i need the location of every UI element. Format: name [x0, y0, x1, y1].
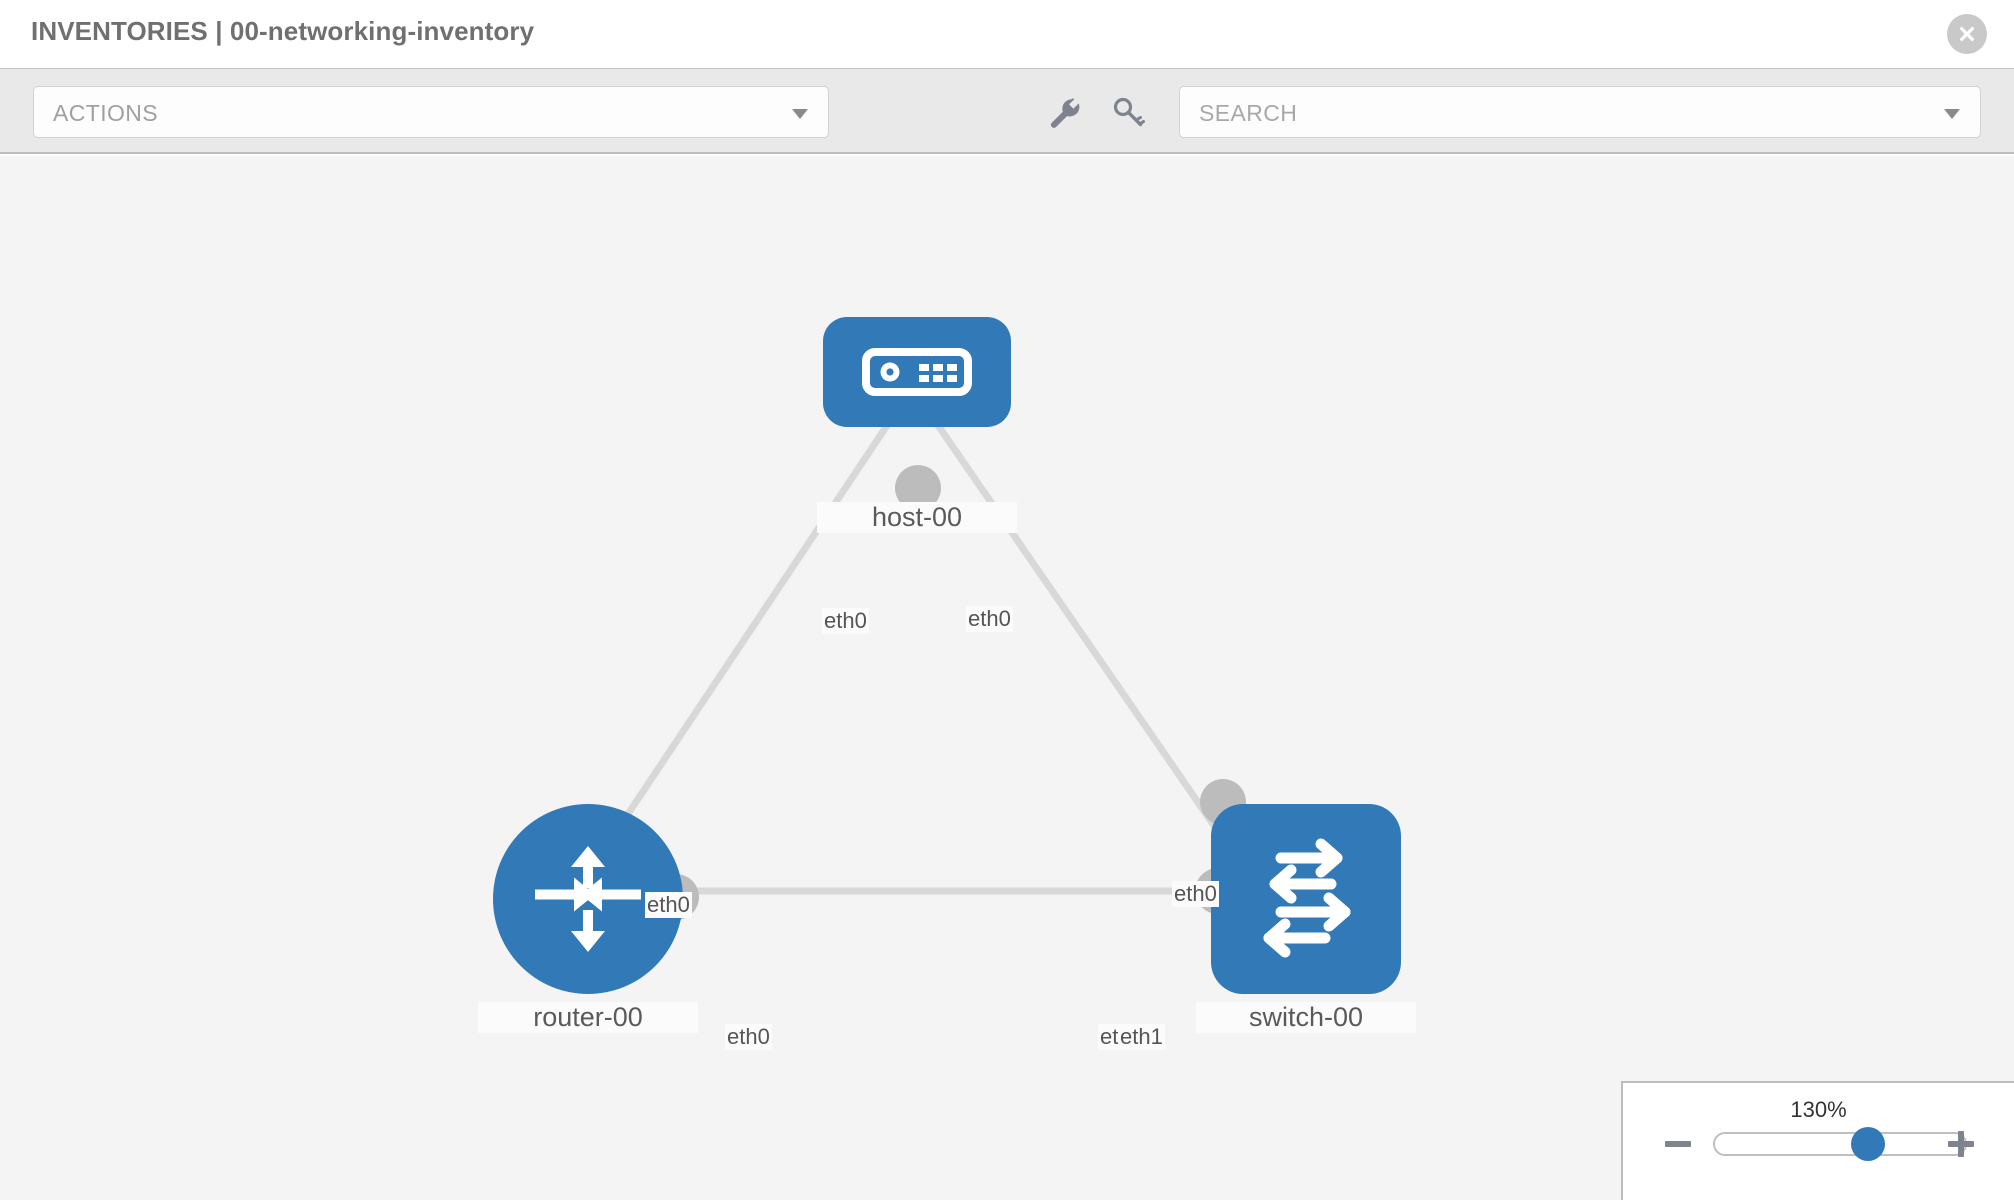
search-placeholder: SEARCH	[1199, 100, 1298, 126]
iface-label-switch-upper: eth0	[1172, 881, 1219, 907]
iface-label-router-upper: eth0	[645, 892, 692, 918]
wrench-icon[interactable]	[1046, 95, 1082, 131]
actions-dropdown[interactable]: ACTIONS	[33, 86, 829, 138]
host-node-shape[interactable]	[823, 317, 1011, 427]
chevron-down-icon[interactable]	[1944, 109, 1960, 119]
server-icon	[862, 348, 972, 396]
zoom-control-panel: 130%	[1621, 1081, 2014, 1200]
router-arrows-icon	[535, 846, 641, 952]
zoom-slider-handle[interactable]	[1851, 1127, 1885, 1161]
switch-arrows-icon	[1263, 838, 1351, 958]
search-input[interactable]: SEARCH	[1179, 86, 1981, 138]
inventory-toolbar: ACTIONS SEARCH	[0, 68, 2014, 154]
chevron-down-icon	[792, 109, 808, 119]
node-host-00[interactable]: host-00	[817, 317, 1017, 533]
zoom-out-button[interactable]	[1662, 1128, 1694, 1160]
page-title: INVENTORIES | 00-networking-inventory	[31, 16, 535, 46]
node-switch-00-label: switch-00	[1196, 1002, 1416, 1033]
topology-links	[597, 419, 1238, 895]
topology-canvas[interactable]: host-00 route	[0, 156, 2014, 1200]
zoom-percent-label: 130%	[1790, 1097, 1847, 1122]
node-switch-00[interactable]: switch-00	[1195, 779, 1416, 1033]
node-host-00-label: host-00	[817, 502, 1017, 533]
link-host-switch	[932, 419, 1238, 858]
zoom-in-button[interactable]	[1945, 1128, 1977, 1160]
iface-label-host-left: eth0	[822, 608, 869, 634]
zoom-slider[interactable]	[1713, 1127, 1967, 1161]
node-router-00-label: router-00	[478, 1002, 698, 1033]
close-icon[interactable]	[1947, 14, 1987, 54]
iface-label-switch-left: eth1	[1118, 1024, 1165, 1050]
page-header: INVENTORIES | 00-networking-inventory	[0, 0, 2014, 68]
iface-label-host-right: eth0	[966, 606, 1013, 632]
switch-node-shape[interactable]	[1211, 804, 1401, 994]
iface-label-router-right: eth0	[725, 1024, 772, 1050]
link-host-router	[597, 419, 893, 858]
actions-dropdown-label: ACTIONS	[53, 100, 159, 126]
key-icon[interactable]	[1110, 95, 1146, 131]
